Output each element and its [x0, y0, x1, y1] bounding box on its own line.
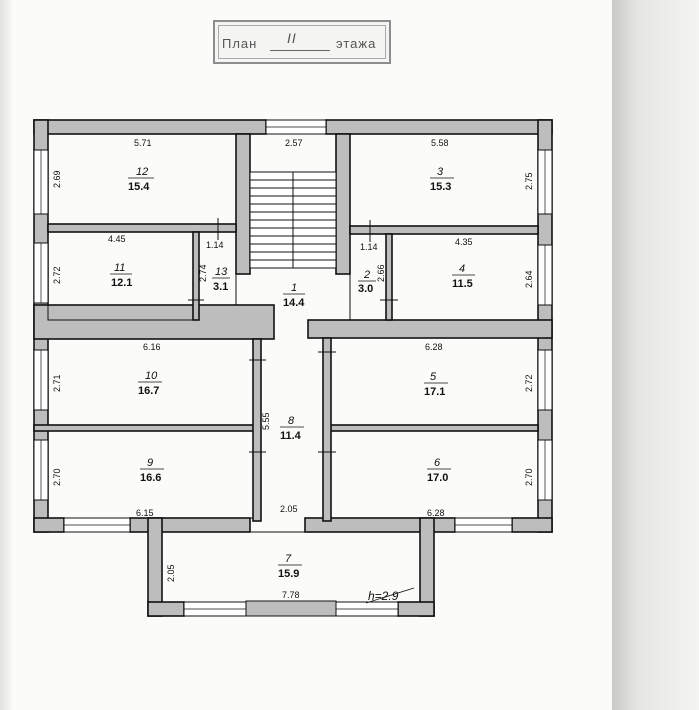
- wall-10-9: [33, 424, 259, 432]
- dim-555: 5.55: [261, 412, 271, 430]
- wall-top-right: [325, 119, 553, 135]
- dim-266: 2.66: [376, 264, 386, 282]
- wall-stair-right: [335, 133, 351, 275]
- room-3-number: 3: [437, 166, 444, 178]
- door-marks: [188, 218, 398, 453]
- dim-558: 5.58: [431, 138, 449, 148]
- dim-114-right: 1.14: [360, 242, 378, 252]
- dim-270-right: 2.70: [524, 468, 534, 486]
- title-floor-number: II: [287, 30, 297, 46]
- room-13-area: 3.1: [213, 281, 228, 293]
- room-1-area: 14.4: [283, 297, 305, 309]
- title-underline: [270, 50, 330, 51]
- wall-ext-bottom-mid: [245, 600, 337, 617]
- dim-778: 7.78: [282, 590, 300, 600]
- dim-205-left: 2.05: [166, 564, 176, 582]
- dim-114-left: 1.14: [206, 240, 224, 250]
- staircase: [249, 171, 337, 269]
- wall-8-right: [322, 337, 332, 522]
- dim-264: 2.64: [524, 270, 534, 288]
- dim-205-top: 2.05: [280, 504, 298, 514]
- wall-5-6: [327, 424, 539, 432]
- dim-274: 2.74: [198, 264, 208, 282]
- room-8-area: 11.4: [280, 430, 302, 442]
- room-12-area: 15.4: [128, 181, 150, 193]
- title-prefix: План: [222, 36, 258, 51]
- title-stamp: [213, 20, 391, 64]
- wall-stair-left: [235, 133, 251, 275]
- window-glazing: [40, 126, 546, 610]
- wall-corridor-right: [307, 319, 553, 339]
- wall-bottom-left-a: [33, 517, 65, 533]
- dim-445: 4.45: [108, 234, 126, 244]
- dim-628-top: 6.28: [425, 342, 443, 352]
- room-12-number: 12: [136, 166, 148, 178]
- room-11-number: 11: [114, 262, 125, 274]
- small-rooms: [198, 231, 387, 321]
- room-8-number: 8: [288, 415, 295, 427]
- room-2-area: 3.0: [358, 283, 373, 295]
- dim-269: 2.69: [52, 170, 62, 188]
- wall-bottom-right-b: [511, 517, 553, 533]
- wall-ext-bottom-a: [147, 601, 185, 617]
- room-7-number: 7: [285, 553, 292, 565]
- room-2-number: 2: [363, 269, 370, 281]
- room-4-number: 4: [459, 263, 465, 275]
- wall-ext-bottom-b: [397, 601, 435, 617]
- dim-272-right: 2.72: [524, 374, 534, 392]
- room-5-number: 5: [430, 371, 437, 383]
- dim-616: 6.16: [143, 342, 161, 352]
- dim-628-bottom: 6.28: [427, 508, 445, 518]
- room-6-number: 6: [434, 457, 441, 469]
- walls: [33, 119, 553, 617]
- dim-275: 2.75: [524, 172, 534, 190]
- wall-3-4: [349, 225, 539, 235]
- wall-corridor-left: [33, 304, 275, 340]
- dim-615: 6.15: [136, 508, 154, 518]
- wall-12-11: [47, 223, 237, 233]
- room-9-area: 16.6: [140, 472, 161, 484]
- dim-435: 4.35: [455, 237, 473, 247]
- room-9-number: 9: [147, 457, 153, 469]
- page-left-margin: [0, 0, 12, 710]
- room-10-area: 16.7: [138, 385, 159, 397]
- stamp-inner-border: [218, 25, 386, 59]
- ceiling-height-label: h=2.9: [368, 589, 399, 603]
- wall-2-4: [385, 233, 393, 321]
- room-5-area: 17.1: [424, 386, 445, 398]
- room-6-area: 17.0: [427, 472, 448, 484]
- room-7-area: 15.9: [278, 568, 299, 580]
- room-11-area: 12.1: [111, 277, 132, 289]
- paper-sheet: [12, 0, 612, 710]
- wall-top-left: [33, 119, 267, 135]
- dim-271: 2.71: [52, 374, 62, 392]
- next-page-edge: [612, 0, 699, 710]
- room-4-area: 11.5: [452, 278, 473, 290]
- room-3-area: 15.3: [430, 181, 451, 193]
- dim-257: 2.57: [285, 138, 303, 148]
- dim-270-left: 2.70: [52, 468, 62, 486]
- room-10-number: 10: [145, 370, 158, 382]
- room-13-number: 13: [215, 266, 228, 278]
- wall-8-left: [252, 338, 262, 522]
- dim-272-left: 2.72: [52, 266, 62, 284]
- title-suffix: этажа: [336, 36, 377, 51]
- dim-571: 5.71: [134, 138, 152, 148]
- room-1-number: 1: [291, 282, 297, 294]
